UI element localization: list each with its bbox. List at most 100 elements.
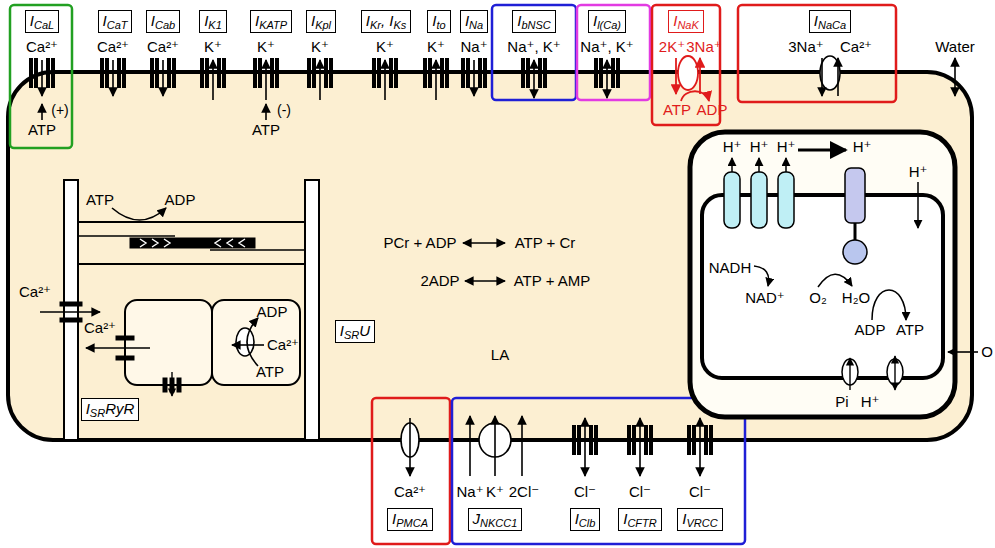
current-label-box: INa: [460, 10, 488, 33]
flux-arrow: [41, 104, 43, 120]
species-label: 3Na⁺: [686, 39, 721, 55]
species-label: (+): [51, 102, 69, 118]
name-part: RyR: [105, 400, 134, 417]
subscript: Clb: [579, 517, 596, 529]
species-label: K⁺: [311, 39, 329, 55]
current-symbol: I: [30, 12, 34, 29]
current-symbol: I: [103, 12, 107, 29]
species-label: Ca²⁺: [840, 39, 872, 55]
subscript: Na: [469, 19, 483, 31]
sodium-pump: [675, 58, 677, 94]
species-label: K⁺: [257, 39, 275, 55]
species-label: ATP: [896, 322, 924, 338]
species-label: H⁺: [750, 139, 769, 155]
current-name: INa: [465, 12, 483, 29]
current-symbol: I: [814, 12, 818, 29]
subscript: NaCa: [818, 19, 846, 31]
current-label-box: Ito: [427, 10, 450, 33]
group-outline: [372, 398, 450, 544]
sarcoplasmic-reticulum: [40, 311, 100, 313]
myofilament: [305, 180, 319, 440]
current-symbol: I: [593, 12, 597, 29]
mitochondrion: [690, 132, 978, 417]
current-name: IKr, IKs: [366, 12, 407, 29]
current-label-box: INaK: [668, 10, 704, 33]
species-label: NADH: [709, 260, 752, 276]
current-label-box: IPMCA: [387, 508, 433, 531]
name-part: U: [359, 322, 370, 339]
flux-arrow: [473, 60, 475, 96]
flux-arrow: [820, 56, 840, 90]
current-symbol: I: [340, 322, 344, 339]
subscript: NKCC1: [480, 517, 517, 529]
flux-arrow: [319, 60, 321, 100]
current-label-box: IKATP: [250, 10, 292, 33]
current-symbol: I: [366, 12, 370, 29]
species-label: Cl⁻: [689, 484, 711, 500]
sodium-pump: [676, 56, 709, 101]
species-label: Ca²⁺: [267, 337, 299, 353]
current-symbol: I: [623, 510, 627, 527]
flux-arrow: [465, 280, 505, 282]
current-label-box: IKpl: [306, 10, 336, 33]
species-label: 2Cl⁻: [509, 484, 539, 500]
current-name: IK1: [204, 12, 222, 29]
species-label: Na⁺: [456, 484, 483, 500]
species-label: K⁺: [486, 484, 504, 500]
myofilament: [130, 238, 255, 248]
mitochondrion: [758, 158, 760, 172]
mitochondrion: [731, 158, 733, 172]
subscript: Kr: [370, 19, 381, 31]
cell-membrane: [8, 72, 972, 440]
flux-arrow: [837, 58, 839, 96]
species-label: H⁺: [853, 139, 872, 155]
species-label: 2K⁺: [659, 39, 685, 55]
current-label-box: IVRCC: [677, 508, 722, 531]
current-label-box: IClb: [570, 508, 601, 531]
mitochondrion: [849, 358, 850, 390]
subscript: bNSC: [521, 19, 550, 31]
cell-membrane: [8, 72, 972, 440]
species-label: ADP: [257, 304, 288, 320]
current-symbol: I: [255, 12, 259, 29]
myofilament: [140, 239, 245, 247]
flux-arrow: [639, 418, 641, 476]
flux-arrow: [112, 60, 114, 96]
myofilament: [78, 221, 305, 223]
species-label: K⁺: [204, 39, 222, 55]
current-name: ISRU: [340, 322, 370, 339]
flux-arrow: [821, 58, 823, 96]
species-label: Cl⁻: [574, 484, 596, 500]
species-label: Ca²⁺: [84, 320, 116, 336]
current-symbol: I: [311, 12, 315, 29]
sarcoplasmic-reticulum: [171, 372, 172, 396]
species-label: H⁺: [777, 139, 796, 155]
species-label: NAD⁺: [745, 290, 785, 306]
flux-arrow: [265, 104, 267, 120]
species-label: H₂O: [842, 290, 870, 306]
mitochondrion: [751, 172, 767, 228]
mitochondrion: [854, 223, 857, 240]
species-label: Ca²⁺: [147, 39, 179, 55]
myofilament: [78, 235, 175, 237]
species-label: ATP + AMP: [514, 273, 591, 289]
sarcoplasmic-reticulum: [86, 347, 150, 349]
current-label-box: ISRRyR: [81, 398, 140, 421]
sodium-pump: [699, 58, 701, 94]
species-label: (-): [277, 102, 291, 118]
species-label: ATP + Cr: [515, 235, 576, 251]
species-label: Na⁺, K⁺: [507, 39, 560, 55]
flux-arrow: [606, 60, 608, 98]
flux-arrow: [42, 56, 955, 476]
species-label: Cl⁻: [629, 484, 651, 500]
mitochondrion: [778, 172, 794, 228]
mitochondrion: [917, 182, 919, 228]
current-name: ICaT: [103, 12, 128, 29]
group-outline: [577, 5, 650, 100]
current-name: INaCa: [814, 12, 846, 29]
species-label: K⁺: [427, 39, 445, 55]
current-label-box: ICaL: [25, 10, 59, 33]
current-label-box: ICFTR: [618, 508, 662, 531]
mitochondrion: [872, 290, 906, 320]
